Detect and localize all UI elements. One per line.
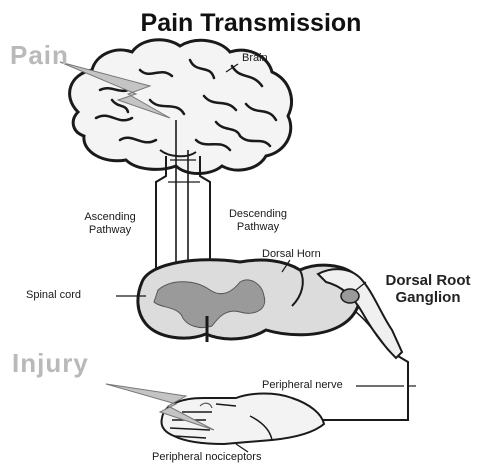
dorsal-root-line2: Ganglion (368, 289, 488, 306)
descending-label-line2: Pathway (218, 221, 298, 234)
descending-pathway-label: Descending Pathway (218, 208, 298, 234)
page-title: Pain Transmission (0, 9, 502, 38)
peripheral-nerve-label: Peripheral nerve (262, 379, 343, 391)
spinal-cord-section (138, 260, 402, 358)
ascending-label-line1: Ascending (74, 211, 146, 224)
dorsal-root-ganglion-label: Dorsal Root Ganglion (368, 272, 488, 306)
brain-label: Brain (242, 52, 268, 64)
dorsal-horn-label: Dorsal Horn (262, 248, 321, 260)
injury-label: Injury (12, 348, 89, 379)
dorsal-root-line1: Dorsal Root (368, 272, 488, 289)
ascending-label-line2: Pathway (74, 224, 146, 237)
pain-label: Pain (10, 40, 69, 71)
peripheral-nociceptors-label: Peripheral nociceptors (152, 451, 261, 463)
ascending-pathway-label: Ascending Pathway (74, 211, 146, 237)
descending-label-line1: Descending (218, 208, 298, 221)
spinal-cord-label: Spinal cord (26, 289, 81, 301)
